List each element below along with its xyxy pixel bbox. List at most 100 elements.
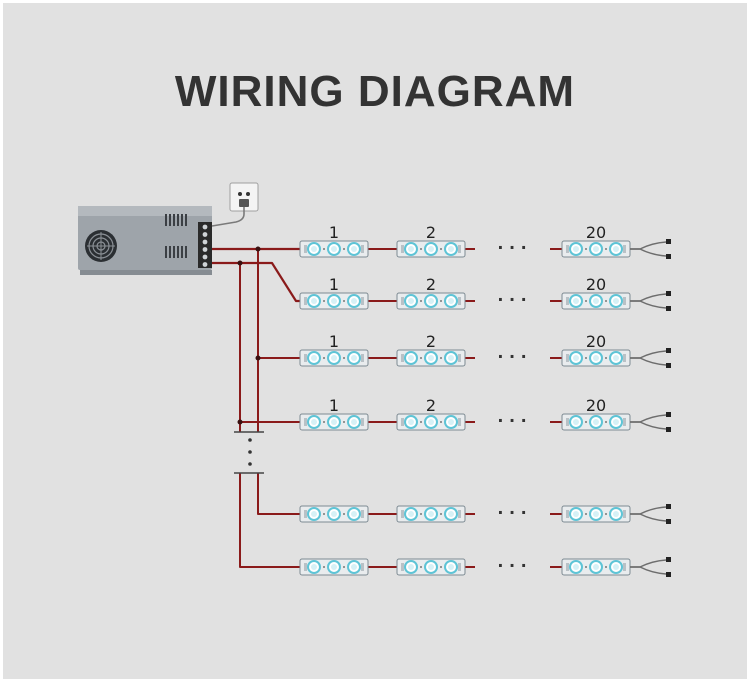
led-lens: [613, 246, 619, 252]
led-lens: [428, 419, 434, 425]
module-hole: [566, 354, 569, 362]
led-lens: [573, 511, 579, 517]
led-lens: [331, 511, 337, 517]
module-hole: [566, 418, 569, 426]
module-number-label: 2: [426, 332, 436, 351]
module-number-label: 2: [426, 275, 436, 294]
lead-wire: [630, 566, 667, 575]
module-hole: [623, 297, 626, 305]
wire-end-icon: [630, 504, 671, 524]
module-hole: [401, 354, 404, 362]
module-number-label: 1: [329, 223, 339, 242]
led-lens: [428, 355, 434, 361]
module-dot: [420, 421, 422, 423]
bus-continuation-dot: [248, 462, 252, 466]
psu-vents: [165, 214, 187, 258]
wire-end-icon: [630, 412, 671, 432]
outlet-plug: [239, 199, 249, 207]
module-hole: [304, 297, 307, 305]
module-hole: [361, 354, 364, 362]
module-hole: [401, 418, 404, 426]
module-hole: [458, 245, 461, 253]
led-lens: [428, 511, 434, 517]
module-dot: [605, 566, 607, 568]
module-hole: [458, 297, 461, 305]
led-lens: [573, 564, 579, 570]
led-lens: [351, 355, 357, 361]
led-module-icon: [299, 349, 369, 367]
module-dot: [420, 300, 422, 302]
led-lens: [351, 564, 357, 570]
led-module-icon: [299, 240, 369, 258]
module-hole: [304, 510, 307, 518]
led-module-icon: [561, 413, 631, 431]
led-modules: [299, 240, 631, 576]
module-hole: [304, 245, 307, 253]
led-module-icon: [396, 558, 466, 576]
lead-terminal: [666, 557, 671, 562]
module-dot: [323, 300, 325, 302]
module-dot: [585, 513, 587, 515]
led-lens: [408, 564, 414, 570]
led-lens: [311, 419, 317, 425]
module-dot: [343, 513, 345, 515]
module-dot: [585, 357, 587, 359]
led-lens: [408, 246, 414, 252]
module-hole: [361, 297, 364, 305]
terminal-screw: [202, 224, 208, 230]
led-lens: [311, 511, 317, 517]
lead-terminal: [666, 254, 671, 259]
led-lens: [351, 246, 357, 252]
wire: [211, 207, 245, 227]
psu-fan-grill: [87, 232, 115, 260]
led-module-icon: [299, 558, 369, 576]
module-hole: [623, 563, 626, 571]
module-hole: [623, 418, 626, 426]
module-dot: [420, 357, 422, 359]
lead-wire: [630, 248, 667, 257]
module-number-label: 20: [586, 396, 606, 415]
lead-terminal: [666, 427, 671, 432]
module-dot: [585, 300, 587, 302]
lead-terminal: [666, 291, 671, 296]
led-lens: [593, 564, 599, 570]
module-hole: [361, 245, 364, 253]
led-module-icon: [561, 505, 631, 523]
wire: [239, 473, 300, 568]
module-dot: [440, 566, 442, 568]
led-lens: [448, 511, 454, 517]
ellipsis-marker: · · ·: [497, 556, 526, 575]
led-lens: [573, 419, 579, 425]
module-dot: [585, 566, 587, 568]
led-lens: [613, 419, 619, 425]
terminal-screw: [202, 247, 208, 252]
led-module-icon: [561, 558, 631, 576]
led-lens: [448, 246, 454, 252]
lead-terminal: [666, 504, 671, 509]
led-lens: [613, 511, 619, 517]
module-dot: [343, 357, 345, 359]
lead-terminal: [666, 572, 671, 577]
module-hole: [361, 563, 364, 571]
vent-slot: [169, 214, 171, 226]
wiring: [211, 207, 562, 568]
led-lens: [593, 419, 599, 425]
module-hole: [458, 510, 461, 518]
module-dot: [440, 357, 442, 359]
module-hole: [566, 510, 569, 518]
ellipsis-marker: · · ·: [497, 290, 526, 309]
module-number-label: 1: [329, 332, 339, 351]
led-lens: [613, 298, 619, 304]
led-lens: [408, 419, 414, 425]
led-lens: [351, 298, 357, 304]
module-dot: [605, 421, 607, 423]
vent-slot: [181, 214, 183, 226]
module-hole: [458, 563, 461, 571]
module-hole: [401, 510, 404, 518]
module-hole: [623, 245, 626, 253]
module-dot: [343, 566, 345, 568]
lead-terminal: [666, 412, 671, 417]
led-lens: [613, 564, 619, 570]
wire-end-icon: [630, 239, 671, 259]
module-dot: [605, 300, 607, 302]
